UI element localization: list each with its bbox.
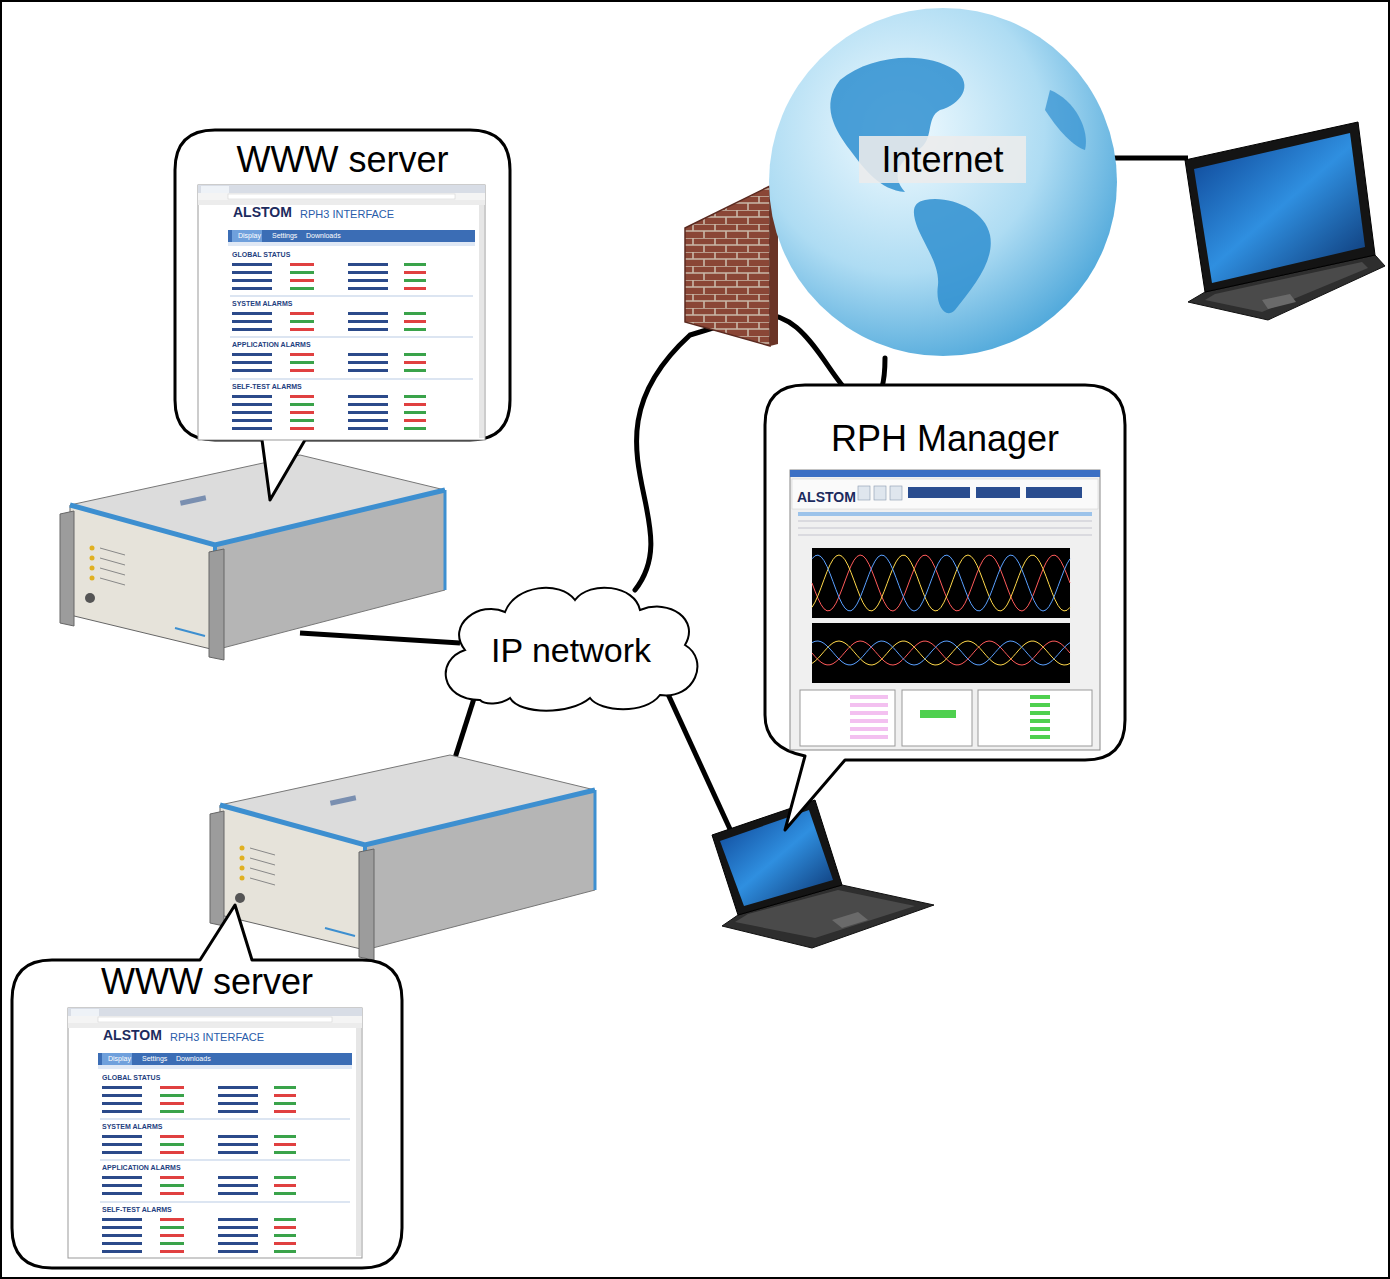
callout-bubble: RPH Manager (765, 385, 1125, 760)
screen-text: APPLICATION ALARMS (102, 1164, 181, 1171)
screen-text: ALSTOM (233, 205, 292, 219)
screen-text: RPH3 INTERFACE (300, 209, 394, 220)
node-label: WWW server (237, 138, 449, 181)
screen-text: SYSTEM ALARMS (102, 1123, 162, 1130)
screen-text: APPLICATION ALARMS (232, 341, 311, 348)
node-label: RPH Manager (831, 417, 1059, 460)
network-cloud: IP network (440, 590, 702, 712)
node-label: IP network (491, 630, 651, 671)
screen-text: GLOBAL STATUS (102, 1074, 160, 1081)
screen-text: Downloads (306, 232, 341, 239)
screen-text: ALSTOM (103, 1028, 162, 1042)
screen-text: RPH3 INTERFACE (170, 1032, 264, 1043)
screen-text: Settings (272, 232, 297, 239)
internet-globe: Internet (770, 0, 1115, 358)
callout-bubble: WWW server (175, 130, 510, 440)
screen-text: Settings (142, 1055, 167, 1062)
screen-text: SELF-TEST ALARMS (232, 383, 302, 390)
screen-text: SYSTEM ALARMS (232, 300, 292, 307)
screen-text: GLOBAL STATUS (232, 251, 290, 258)
screen-text: ALSTOM (797, 490, 856, 504)
node-label: WWW server (101, 962, 313, 1002)
screen-text: Downloads (176, 1055, 211, 1062)
callout-bubble: WWW server (12, 960, 402, 1268)
node-outline (12, 960, 402, 1268)
screen-text: Display (108, 1055, 131, 1062)
screen-text: SELF-TEST ALARMS (102, 1206, 172, 1213)
node-label: Internet (859, 136, 1025, 183)
screen-text: Display (238, 232, 261, 239)
